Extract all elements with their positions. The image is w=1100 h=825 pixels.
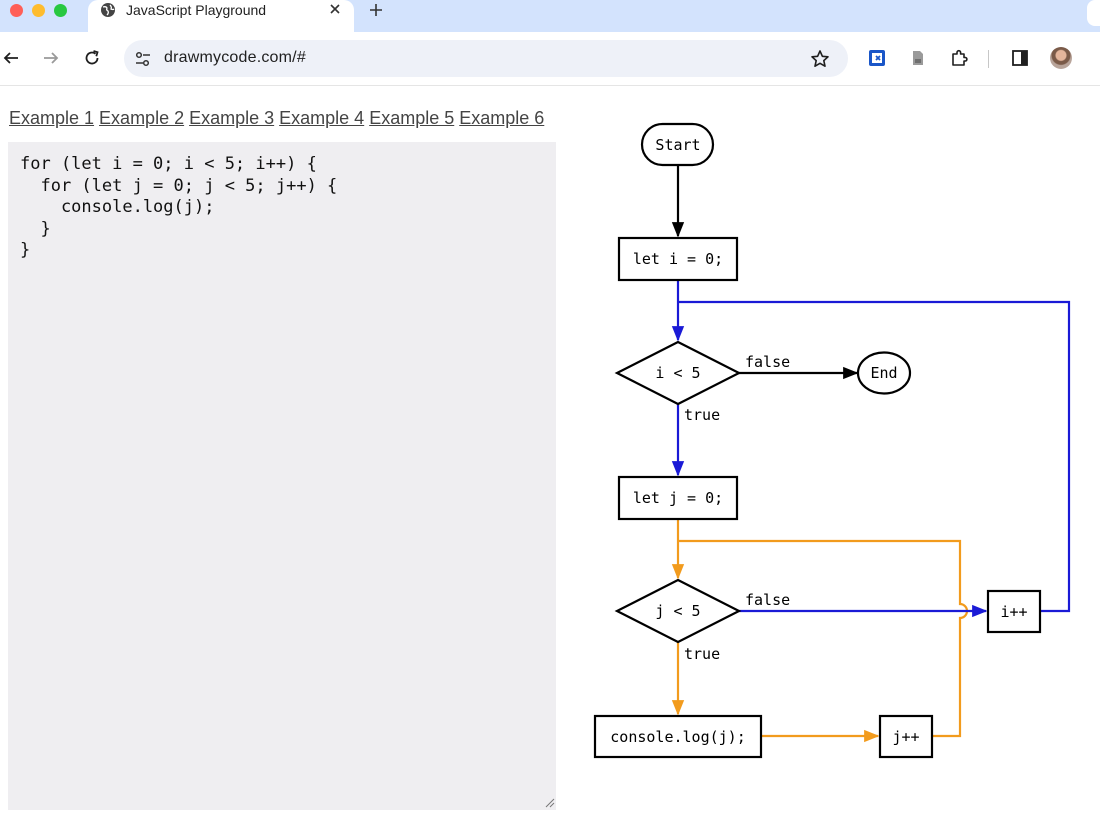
maximize-window-button[interactable] [54,4,67,17]
node-end-label: End [870,364,897,382]
edge-inc-i-loop-back [678,300,1071,613]
node-body-label: console.log(j); [610,728,745,746]
node-end-shape [856,351,912,395]
reload-icon[interactable] [83,49,101,67]
forward-arrow-icon[interactable] [42,49,60,67]
toolbar-separator [988,50,989,68]
close-icon[interactable] [328,2,342,16]
tab-strip-edge [1087,0,1100,26]
node-cond-i-shape [614,340,742,406]
extension-doc-icon[interactable] [908,48,928,68]
extension-shield-icon[interactable] [867,48,887,68]
url-text: drawmycode.com/# [164,49,306,66]
address-bar[interactable]: drawmycode.com/# [124,40,848,77]
node-start-shape [640,122,715,167]
example-link-1[interactable]: Example 1 [9,108,95,128]
example-link-6[interactable]: Example 6 [459,108,545,128]
node-cond-j-shape [614,578,742,644]
node-inc-j-shape [878,714,934,759]
resize-grip-icon[interactable] [543,796,555,808]
node-body-shape [593,714,763,759]
plus-icon[interactable] [367,1,385,19]
edge-label-cond-j-true: true [684,645,720,663]
example-link-5[interactable]: Example 5 [369,108,455,128]
node-init-i-shape [617,236,739,282]
tab-javascript-playground[interactable]: JavaScript Playground [88,0,354,32]
node-init-j-shape [617,475,739,521]
example-link-3[interactable]: Example 3 [189,108,275,128]
node-init-i-label: let i = 0; [633,250,723,268]
puzzle-icon[interactable] [949,48,969,68]
node-inc-i-shape [986,589,1042,634]
node-cond-j-label: j < 5 [655,602,700,620]
side-panel-icon[interactable] [1010,48,1030,68]
edge-label-cond-i-true: true [684,406,720,424]
globe-icon [101,3,115,17]
edge-inc-j-loop-back [678,539,969,738]
node-inc-j-label: j++ [892,728,919,746]
minimize-window-button[interactable] [32,4,45,17]
browser-toolbar: drawmycode.com/# [0,32,1100,86]
back-arrow-icon[interactable] [2,49,20,67]
node-init-j-label: let j = 0; [633,489,723,507]
example-link-4[interactable]: Example 4 [279,108,365,128]
code-editor[interactable]: for (let i = 0; i < 5; i++) { for (let j… [8,142,556,810]
star-icon[interactable] [810,49,830,69]
example-link-2[interactable]: Example 2 [99,108,185,128]
avatar[interactable] [1050,47,1072,69]
code-text: for (let i = 0; i < 5; i++) { for (let j… [20,154,338,260]
tab-strip: JavaScript Playground [0,0,1100,32]
edge-label-cond-j-false: false [745,591,790,609]
tab-title: JavaScript Playground [126,2,267,18]
node-cond-i-label: i < 5 [655,364,700,382]
tune-icon[interactable] [134,50,152,68]
node-start-label: Start [655,136,700,154]
node-inc-i-label: i++ [1000,603,1027,621]
edge-label-cond-i-false: false [745,353,790,371]
close-window-button[interactable] [10,4,23,17]
